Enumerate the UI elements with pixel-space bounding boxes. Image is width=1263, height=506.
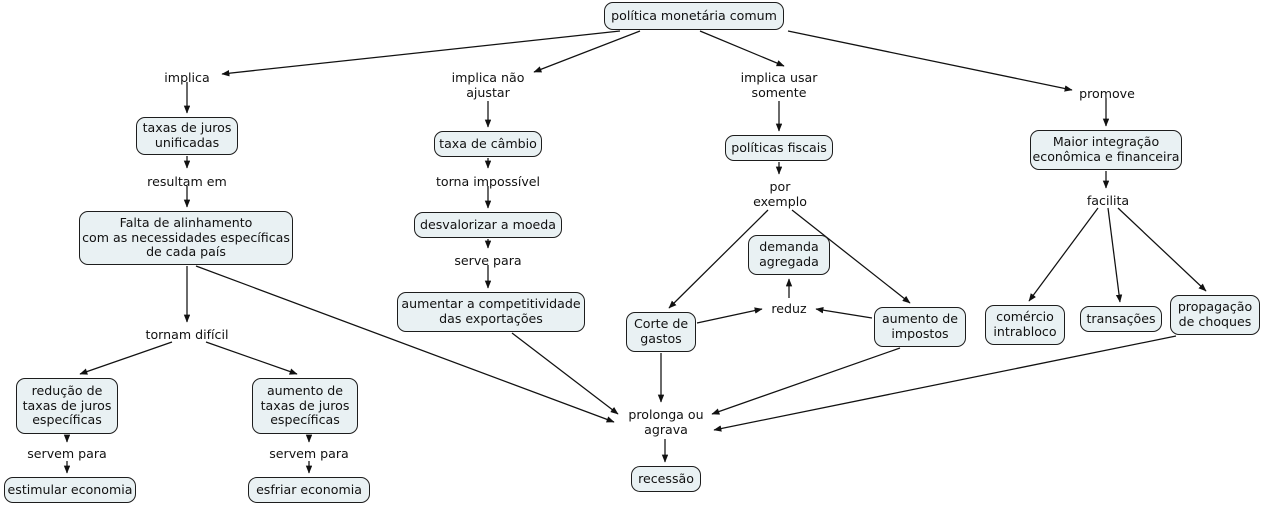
node-transacoes[interactable]: transações — [1080, 306, 1162, 332]
edge-root-to-implicanao — [533, 30, 641, 73]
link-label-servem_1: servem para — [27, 446, 107, 461]
link-label-resultam: resultam em — [147, 174, 227, 189]
link-label-serve_para: serve para — [454, 253, 522, 268]
edge-root-to-implica — [221, 30, 621, 77]
node-corte[interactable]: Corte de gastos — [626, 312, 696, 352]
node-competitiv[interactable]: aumentar a competitividade das exportaçõ… — [397, 292, 585, 332]
node-demanda[interactable]: demanda agregada — [748, 235, 830, 275]
edge-facilita-to-propagacao — [1117, 207, 1207, 292]
edge-facilita-to-comercio — [1028, 207, 1099, 302]
edge-facilita-to-transacoes — [1107, 207, 1123, 303]
edge-aumimpostos-to-prolonga — [711, 347, 901, 415]
node-aumento_tx[interactable]: aumento de taxas de juros específicas — [252, 378, 358, 434]
node-falta_alin[interactable]: Falta de alinhamento com as necessidades… — [79, 211, 293, 265]
node-estimular[interactable]: estimular economia — [4, 477, 136, 503]
node-reducao_tx[interactable]: redução de taxas de juros específicas — [16, 378, 118, 434]
node-esfriar[interactable]: esfriar economia — [248, 477, 370, 503]
link-label-implica_nao: implica não ajustar — [451, 70, 525, 100]
node-comercio[interactable]: comércio intrabloco — [985, 305, 1065, 345]
edge-propagacao-to-prolonga — [713, 335, 1177, 432]
link-label-reduz: reduz — [771, 301, 807, 316]
link-label-promove: promove — [1079, 86, 1135, 101]
link-label-facilita: facilita — [1086, 193, 1130, 208]
edge-competitiv-to-prolonga — [511, 332, 619, 415]
node-root[interactable]: política monetária comum — [604, 2, 784, 30]
edge-root-to-promove — [787, 30, 1073, 92]
link-label-servem_2: servem para — [269, 446, 349, 461]
node-desvalorizar[interactable]: desvalorizar a moeda — [414, 212, 562, 238]
node-taxas_unif[interactable]: taxas de juros unificadas — [136, 117, 238, 155]
edge-tornam-to-reducao — [79, 341, 173, 375]
node-recessao[interactable]: recessão — [631, 466, 701, 492]
edge-tornam-to-aumento — [205, 341, 298, 375]
link-label-por_exemplo: por exemplo — [753, 179, 807, 209]
edge-corte-to-reduz — [696, 307, 763, 324]
node-pol_fiscais[interactable]: políticas fiscais — [725, 135, 833, 161]
node-maior_integ[interactable]: Maior integração econômica e financeira — [1030, 130, 1182, 170]
link-label-prolonga: prolonga ou agrava — [628, 407, 704, 437]
node-propagacao[interactable]: propagação de choques — [1170, 295, 1260, 335]
node-aum_impostos[interactable]: aumento de impostos — [874, 307, 966, 347]
edge-porexemplo-to-corte — [668, 209, 769, 309]
node-taxa_cambio[interactable]: taxa de câmbio — [434, 131, 542, 157]
link-label-tornam: tornam difícil — [145, 327, 229, 342]
link-label-implica: implica — [164, 70, 210, 85]
link-label-torna_imp: torna impossível — [435, 174, 541, 189]
link-label-implica_usar: implica usar somente — [740, 70, 818, 100]
edge-porexemplo-to-aumimpostos — [791, 209, 911, 304]
edge-falta-to-prolonga — [195, 265, 615, 423]
edge-root-to-implicausar — [699, 30, 785, 67]
edge-aumimpostos-to-reduz — [815, 307, 873, 319]
